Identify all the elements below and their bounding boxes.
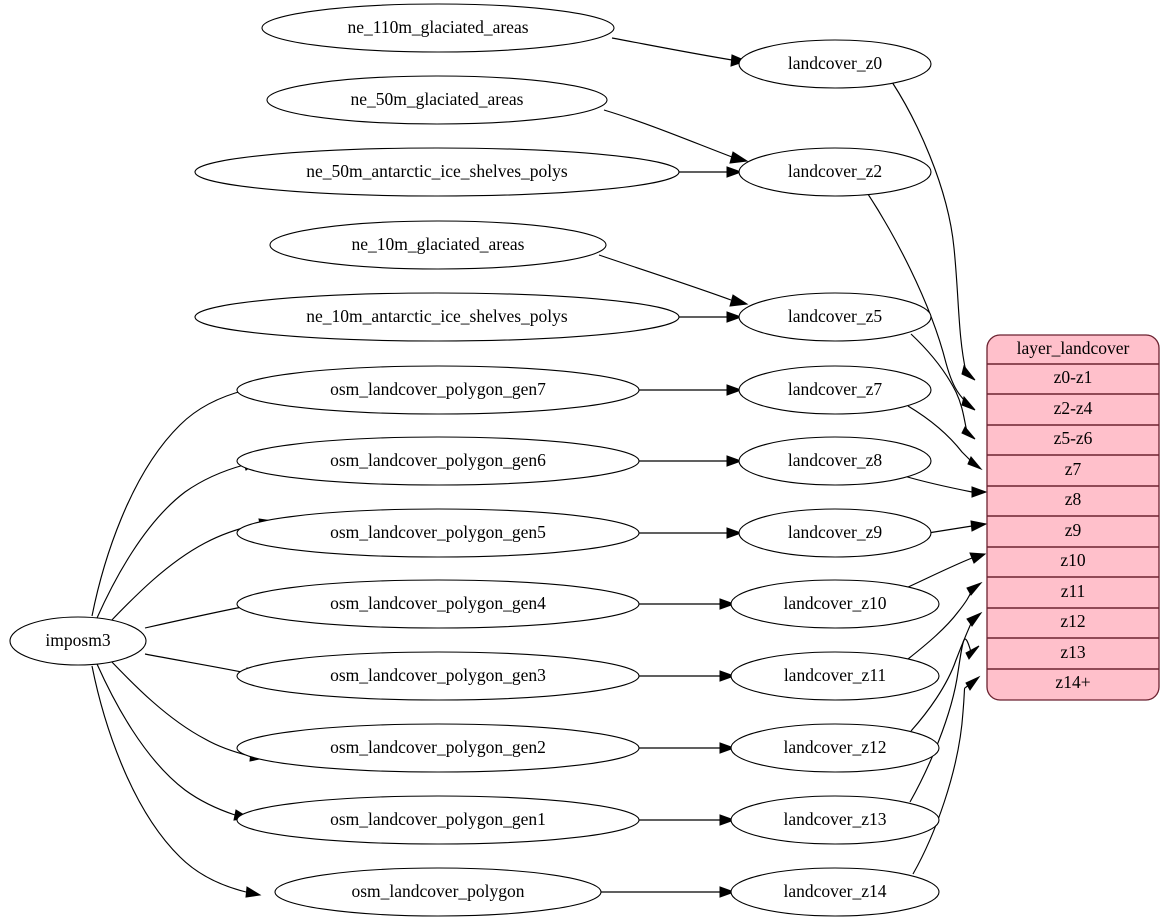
edge-z14-to-row-z14plus [912,675,981,875]
node-landcover-z12[interactable]: landcover_z12 [730,723,940,773]
layer-landcover-table[interactable]: layer_landcover z0-z1 z2-z4 z5-z6 z7 z8 … [986,334,1160,701]
node-landcover-z14[interactable]: landcover_z14 [730,867,940,917]
node-ne-50m-glaciated-areas[interactable]: ne_50m_glaciated_areas [266,75,608,125]
node-label: landcover_z0 [788,53,883,73]
node-label: ne_10m_antarctic_ice_shelves_polys [306,306,568,326]
node-ne-110m-glaciated-areas[interactable]: ne_110m_glaciated_areas [261,3,615,53]
edge-imposm3-to-gen1 [96,663,251,821]
node-label: osm_landcover_polygon_gen3 [330,665,546,685]
table-row-z14plus[interactable]: z14+ [1055,672,1090,692]
table-header-label: layer_landcover [1017,338,1130,358]
node-label: landcover_z11 [784,665,886,685]
edge-z7-to-row-z7 [907,405,983,471]
edge-ne50ant-to-z2 [679,166,743,178]
node-label: landcover_z10 [783,593,886,613]
node-label: landcover_z9 [788,522,883,542]
edge-polygon-to-z14 [601,886,736,898]
node-imposm3[interactable]: imposm3 [9,616,147,666]
node-osm-landcover-polygon-gen7[interactable]: osm_landcover_polygon_gen7 [236,365,640,415]
node-ne-10m-antarctic-ice-shelves-polys[interactable]: ne_10m_antarctic_ice_shelves_polys [194,292,680,342]
node-label: landcover_z12 [783,737,886,757]
node-ne-10m-glaciated-areas[interactable]: ne_10m_glaciated_areas [269,220,607,270]
node-label: osm_landcover_polygon_gen4 [330,593,546,613]
node-landcover-z11[interactable]: landcover_z11 [730,651,940,701]
node-label: landcover_z5 [788,306,883,326]
node-osm-landcover-polygon-gen4[interactable]: osm_landcover_polygon_gen4 [236,579,640,629]
node-osm-landcover-polygon-gen3[interactable]: osm_landcover_polygon_gen3 [236,651,640,701]
node-label: osm_landcover_polygon_gen2 [330,737,546,757]
node-landcover-z10[interactable]: landcover_z10 [730,579,940,629]
node-label: ne_50m_antarctic_ice_shelves_polys [306,161,568,181]
edge-imposm3-to-gen6 [96,459,259,619]
node-landcover-z5[interactable]: landcover_z5 [738,292,932,342]
table-row-z7[interactable]: z7 [1065,459,1082,479]
node-label: ne_110m_glaciated_areas [347,17,528,37]
node-label: osm_landcover_polygon_gen6 [330,450,546,470]
node-landcover-z7[interactable]: landcover_z7 [738,365,932,415]
node-label: osm_landcover_polygon_gen5 [330,522,546,542]
edge-gen6-to-z8 [639,455,743,467]
edge-gen3-to-z11 [639,670,736,682]
edges-layer [91,37,988,898]
node-landcover-z0[interactable]: landcover_z0 [738,39,932,89]
table-row-z5z6[interactable]: z5-z6 [1054,428,1093,448]
node-osm-landcover-polygon-gen6[interactable]: osm_landcover_polygon_gen6 [236,436,640,486]
node-label: osm_landcover_polygon_gen7 [330,379,546,399]
edge-z10-to-row-z10 [905,552,987,589]
node-label: ne_50m_glaciated_areas [351,89,524,109]
node-label: imposm3 [45,630,110,650]
table-row-z8[interactable]: z8 [1065,489,1082,509]
edge-ne110-to-z0 [611,37,748,67]
node-label: landcover_z7 [788,379,883,399]
node-osm-landcover-polygon[interactable]: osm_landcover_polygon [274,867,602,917]
table-row-z0z1[interactable]: z0-z1 [1054,367,1093,387]
edge-z2-to-row-z2z4 [865,190,976,411]
edge-ne10ant-to-z5 [679,311,743,323]
edge-gen4-to-z10 [639,598,736,610]
node-label: landcover_z2 [788,161,882,181]
edge-gen7-to-z7 [639,384,743,396]
table-row-z11[interactable]: z11 [1061,581,1086,601]
node-osm-landcover-polygon-gen1[interactable]: osm_landcover_polygon_gen1 [236,795,640,845]
node-label: landcover_z13 [783,809,886,829]
table-row-z13[interactable]: z13 [1060,642,1086,662]
node-label: landcover_z14 [783,881,886,901]
edge-gen5-to-z9 [639,527,743,539]
table-row-z2z4[interactable]: z2-z4 [1054,398,1093,418]
edge-z9-to-row-z9 [927,520,988,534]
edge-z5-to-row-z5z6 [910,333,976,440]
node-osm-landcover-polygon-gen2[interactable]: osm_landcover_polygon_gen2 [236,723,640,773]
edge-imposm3-to-polygon [91,665,262,898]
edge-z13-to-row-z13 [909,638,980,803]
node-osm-landcover-polygon-gen5[interactable]: osm_landcover_polygon_gen5 [236,508,640,558]
edge-z12-to-row-z12 [910,611,983,732]
edge-gen2-to-z12 [639,742,736,754]
node-label: osm_landcover_polygon [351,881,524,901]
edge-ne10glac-to-z5 [598,254,749,307]
node-landcover-z13[interactable]: landcover_z13 [730,795,940,845]
edge-z0-to-row-z0z1 [891,81,976,381]
table-row-z9[interactable]: z9 [1065,520,1082,540]
node-landcover-z8[interactable]: landcover_z8 [738,436,932,486]
node-label: ne_10m_glaciated_areas [352,234,525,254]
node-landcover-z9[interactable]: landcover_z9 [738,508,932,558]
edge-ne50glac-to-z2 [603,109,749,164]
node-landcover-z2[interactable]: landcover_z2 [738,147,932,197]
edge-gen1-to-z13 [639,814,736,826]
table-row-z12[interactable]: z12 [1060,611,1085,631]
table-row-z10[interactable]: z10 [1060,550,1086,570]
node-label: landcover_z8 [788,450,883,470]
node-ne-50m-antarctic-ice-shelves-polys[interactable]: ne_50m_antarctic_ice_shelves_polys [194,147,680,197]
node-label: osm_landcover_polygon_gen1 [330,809,546,829]
edge-z8-to-row-z8 [903,475,988,498]
edge-z11-to-row-z11 [907,581,983,660]
